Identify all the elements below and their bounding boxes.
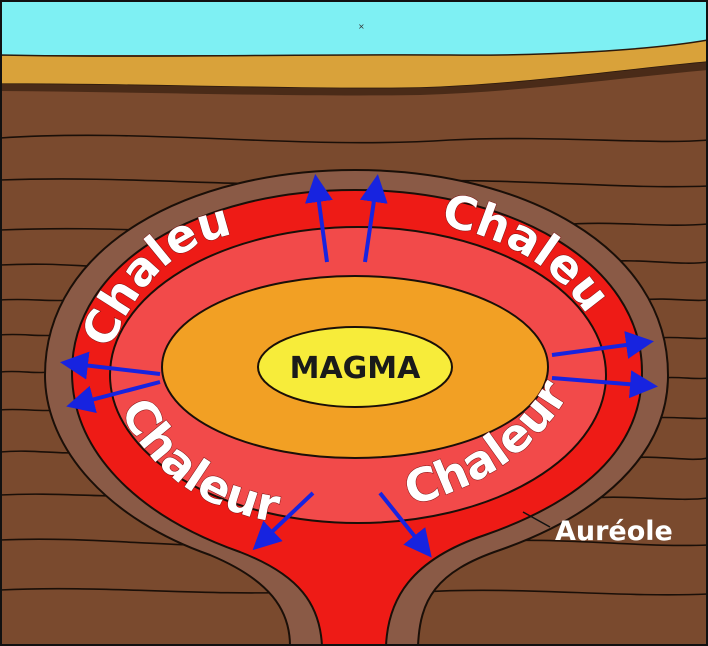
aureole-label: Auréole xyxy=(555,516,673,547)
magma-label: MAGMA xyxy=(290,351,422,386)
sky-marker: × xyxy=(358,22,365,31)
